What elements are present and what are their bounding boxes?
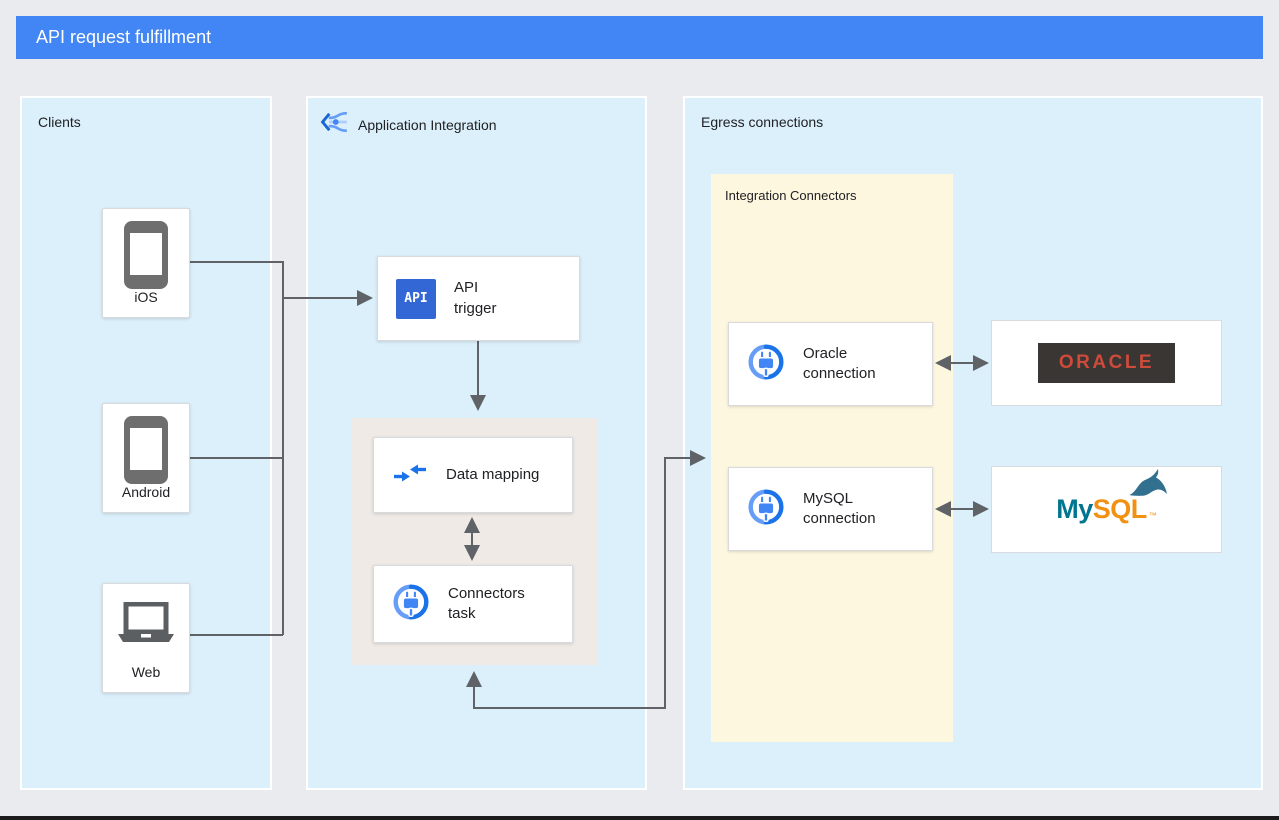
oracle-connection-label: Oracle connection <box>803 344 876 382</box>
application-integration-icon <box>320 108 348 141</box>
client-label: Web <box>131 664 161 680</box>
egress-connections-label: Egress connections <box>701 114 824 130</box>
data-mapping-label: Data mapping <box>446 465 540 483</box>
oracle-logo: ORACLE <box>1038 343 1175 383</box>
oracle-system-node: ORACLE <box>991 320 1222 406</box>
client-label: iOS <box>134 289 158 305</box>
mysql-dolphin-icon <box>1127 467 1169 504</box>
bottom-edge-bar <box>0 816 1279 820</box>
api-trigger-label: API trigger <box>454 279 497 317</box>
connectors-task-node: Connectors task <box>373 565 573 643</box>
mysql-connection-label: MySQL connection <box>803 489 876 527</box>
data-mapping-node: Data mapping <box>373 437 573 513</box>
integration-connectors-panel: Integration Connectors <box>711 174 953 742</box>
client-label: Android <box>121 484 171 500</box>
diagram-title: API request fulfillment <box>36 27 212 47</box>
mysql-trademark: ™ <box>1148 511 1157 520</box>
api-icon: API <box>396 278 436 319</box>
connectors-icon <box>747 488 785 531</box>
oracle-wordmark: ORACLE <box>1058 352 1155 373</box>
laptop-icon <box>117 601 175 651</box>
client-node-ios: iOS <box>102 208 190 318</box>
clients-panel-label: Clients <box>38 114 81 130</box>
diagram-title-bar: API request fulfillment <box>16 16 1263 59</box>
connectors-task-label: Connectors task <box>448 584 525 622</box>
mysql-wordmark-my: My <box>1056 494 1093 524</box>
application-integration-header: Application Integration <box>320 108 497 141</box>
mysql-connection-node: MySQL connection <box>728 467 933 551</box>
integration-connectors-label: Integration Connectors <box>725 188 857 203</box>
client-node-web: Web <box>102 583 190 693</box>
smartphone-icon <box>124 221 168 289</box>
oracle-connection-node: Oracle connection <box>728 322 933 406</box>
client-node-android: Android <box>102 403 190 513</box>
data-mapping-icon <box>392 461 428 490</box>
api-trigger-node: API API trigger <box>377 256 580 341</box>
application-integration-label: Application Integration <box>358 116 497 133</box>
mysql-wordmark-sql: SQL <box>1092 494 1148 524</box>
smartphone-icon <box>124 416 168 484</box>
connectors-icon <box>392 583 430 626</box>
connectors-icon <box>747 343 785 386</box>
